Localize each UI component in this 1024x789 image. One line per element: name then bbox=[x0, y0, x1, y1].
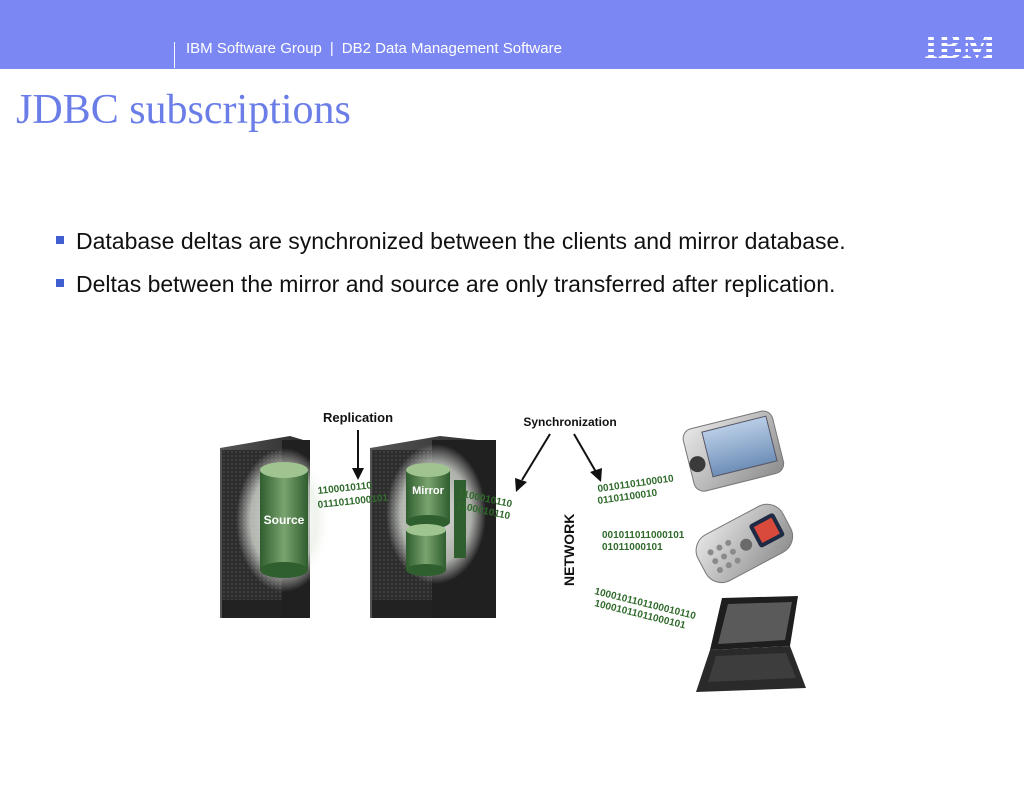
pda-device bbox=[682, 410, 785, 492]
header-divider bbox=[174, 42, 175, 68]
bullet-item: Deltas between the mirror and source are… bbox=[56, 269, 846, 300]
phone-nav-icon bbox=[740, 538, 753, 551]
bullet-text: Database deltas are synchronized between… bbox=[76, 228, 846, 254]
sync-arrow-left-head bbox=[515, 478, 527, 492]
mirror-label: Mirror bbox=[412, 485, 445, 497]
header-product: DB2 Data Management Software bbox=[341, 40, 562, 57]
source-cylinder-bottom bbox=[260, 562, 308, 578]
bullet-text: Deltas between the mirror and source are… bbox=[76, 271, 836, 297]
source-cylinder-top bbox=[260, 462, 308, 478]
replication-label: Replication bbox=[323, 410, 393, 425]
bullet-marker bbox=[56, 279, 64, 287]
synchronization-label: Synchronization bbox=[523, 415, 616, 429]
bullet-list: Database deltas are synchronized between… bbox=[56, 226, 846, 312]
mobile-phone bbox=[695, 503, 794, 584]
header-separator: | bbox=[329, 40, 334, 57]
replication-arrow-head bbox=[352, 468, 364, 480]
slide-title: JDBC subscriptions bbox=[16, 87, 351, 133]
pda-dpad-icon bbox=[689, 456, 706, 473]
mirror-cylinder-top bbox=[406, 463, 450, 477]
binary-stream: 001011011000101 bbox=[602, 530, 685, 541]
mirror-server: Mirror bbox=[370, 436, 496, 618]
laptop-keyboard bbox=[708, 653, 796, 682]
sync-arrow-left bbox=[521, 433, 551, 481]
header-bar: IBM Software Group | DB2 Data Management S… bbox=[0, 0, 1024, 69]
sync-arrow-right-head bbox=[590, 468, 602, 482]
binary-stream: 01011000101 bbox=[602, 542, 663, 553]
ibm-logo-text: IBM bbox=[924, 28, 992, 64]
mirror-server-base bbox=[372, 600, 432, 618]
source-server-base bbox=[222, 600, 282, 618]
phone-keypad bbox=[707, 539, 741, 573]
mirror-database-cylinder bbox=[406, 470, 450, 522]
bullet-item: Database deltas are synchronized between… bbox=[56, 226, 846, 257]
header-breadcrumb: IBM Software Group | DB2 Data Management S… bbox=[186, 40, 562, 57]
laptop-screen bbox=[718, 602, 792, 644]
client-cache-cylinder bbox=[406, 530, 446, 570]
client-cache-bottom bbox=[406, 564, 446, 576]
source-server: Source bbox=[220, 436, 332, 618]
replication-diagram: Source Mirror Replication Synchronizatio… bbox=[220, 410, 806, 692]
bullet-marker bbox=[56, 236, 64, 244]
sync-arrow-right bbox=[573, 433, 597, 473]
mirror-sync-bar bbox=[454, 480, 466, 558]
laptop bbox=[696, 596, 806, 692]
header-group: IBM Software Group bbox=[186, 40, 322, 57]
client-cache-top bbox=[406, 524, 446, 536]
source-label: Source bbox=[264, 513, 305, 527]
pda-screen bbox=[701, 415, 778, 478]
network-label: NETWORK bbox=[561, 514, 577, 586]
phone-display bbox=[753, 517, 780, 543]
source-database-cylinder bbox=[260, 470, 308, 570]
ibm-logo: IBM bbox=[924, 28, 992, 64]
